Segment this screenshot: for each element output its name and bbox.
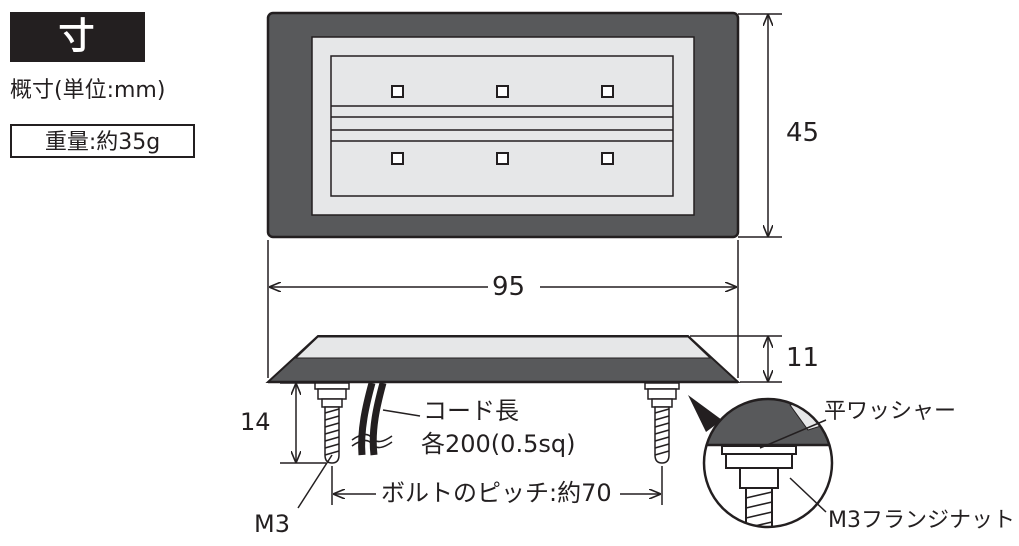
cord-spec-label: 各200(0.5sq) <box>421 430 576 458</box>
leader-lines <box>297 409 421 509</box>
power-cord <box>351 382 393 456</box>
led-chip <box>391 85 404 98</box>
height-value: 45 <box>786 118 820 148</box>
left-bolt <box>314 382 350 464</box>
led-chip <box>496 152 509 165</box>
led-squares <box>391 85 614 165</box>
right-bolt <box>644 382 680 464</box>
top-view <box>266 11 740 239</box>
lens-inner <box>330 55 674 197</box>
led-chip <box>496 85 509 98</box>
detail-leaders <box>759 419 827 513</box>
height-dimension <box>738 13 782 238</box>
led-chip <box>391 152 404 165</box>
bolt-length-value: 14 <box>240 408 271 436</box>
led-chip <box>601 85 614 98</box>
bolt-size-label: M3 <box>254 510 290 538</box>
thickness-value: 11 <box>786 343 820 373</box>
lens-ribs <box>331 105 673 142</box>
nut-label: M3フランジナット <box>828 508 1015 533</box>
led-chip <box>601 152 614 165</box>
width-value: 95 <box>492 272 526 302</box>
lens-profile <box>294 336 712 359</box>
detail-view <box>702 397 834 529</box>
side-view <box>265 335 741 384</box>
washer-label: 平ワッシャー <box>824 399 957 424</box>
cord-length-label: コード長 <box>423 397 519 425</box>
thickness-dimension <box>690 335 782 383</box>
bolt-length-dimension <box>280 382 326 464</box>
detail-pointer <box>688 395 722 432</box>
width-dimension <box>267 240 739 378</box>
section-title: 寸 法 <box>10 12 145 107</box>
bolt-pitch-label: ボルトのピッチ:約70 <box>381 479 612 507</box>
unit-note: 概寸(単位:mm) <box>10 78 166 103</box>
weight-label: 重量:約35g <box>10 124 195 158</box>
bolt-pitch-dimension <box>331 466 663 505</box>
